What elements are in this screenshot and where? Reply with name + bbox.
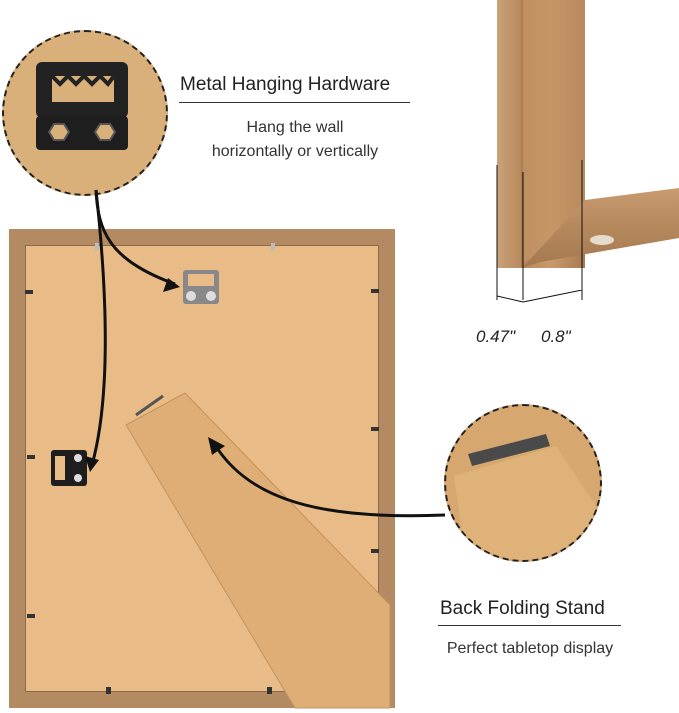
hardware-closeup-circle xyxy=(2,30,168,196)
hardware-subtitle-line1: Hang the wall xyxy=(246,119,344,136)
stand-closeup-circle xyxy=(444,404,602,562)
stand-title: Back Folding Stand xyxy=(440,598,605,619)
hardware-title: Metal Hanging Hardware xyxy=(180,74,391,95)
dimension-width: 0.8" xyxy=(541,327,571,346)
dimension-depth: 0.47" xyxy=(476,327,516,346)
dimension-lines xyxy=(490,290,610,320)
folding-stand-icon xyxy=(446,406,600,560)
frame-corner-closeup xyxy=(480,0,679,300)
hardware-subtitle-line2: horizontally or vertically xyxy=(211,143,379,160)
stand-divider xyxy=(438,625,621,626)
hardware-divider xyxy=(179,102,410,103)
hanger-top xyxy=(183,270,219,304)
stand-subtitle: Perfect tabletop display xyxy=(446,640,614,657)
sawtooth-hanger-icon xyxy=(34,62,130,150)
